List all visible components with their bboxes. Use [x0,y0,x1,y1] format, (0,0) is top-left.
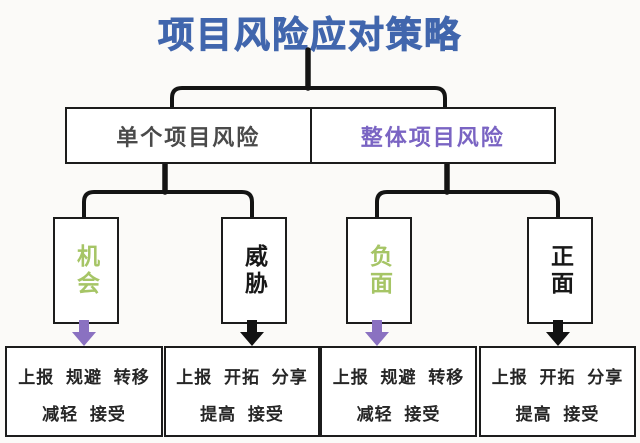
node-threat: 威胁 [221,217,287,324]
node-overall-project-risk: 整体项目风险 [360,124,505,150]
down-arrow-icon [546,320,570,346]
down-arrow-icon [72,320,96,346]
node-responses-threat: 上报 开拓 分享 提高 接受 [164,346,320,437]
node-single-project-risk: 单个项目风险 [67,109,312,162]
response-line: 上报 规避 转移 [18,368,150,387]
node-positive-label: 正面 [547,243,574,298]
response-line: 减轻 接受 [356,405,441,424]
level1-row: 单个项目风险 整体项目风险 [65,107,556,164]
connector-right-bracket [375,190,560,221]
node-opportunity-label: 机会 [73,243,100,298]
response-line: 上报 开拓 分享 [491,368,624,387]
connector-top-bracket [170,86,447,110]
response-line: 减轻 接受 [42,405,126,424]
node-negative: 负面 [346,217,412,324]
node-responses-negative: 上报 规避 转移 减轻 接受 [320,346,477,437]
response-line: 上报 开拓 分享 [176,368,308,387]
down-arrow-icon [365,320,389,346]
node-positive: 正面 [527,217,593,324]
node-responses-positive: 上报 开拓 分享 提高 接受 [479,346,636,437]
down-arrow-icon [240,320,264,346]
response-line: 上报 规避 转移 [332,368,465,387]
node-negative-label: 负面 [366,243,393,298]
connector-left-bracket [82,190,254,221]
node-threat-label: 威胁 [241,243,268,298]
response-line: 提高 接受 [515,405,600,424]
node-responses-opportunity: 上报 规避 转移 减轻 接受 [5,346,163,437]
node-opportunity: 机会 [53,217,119,324]
response-line: 提高 接受 [200,405,284,424]
